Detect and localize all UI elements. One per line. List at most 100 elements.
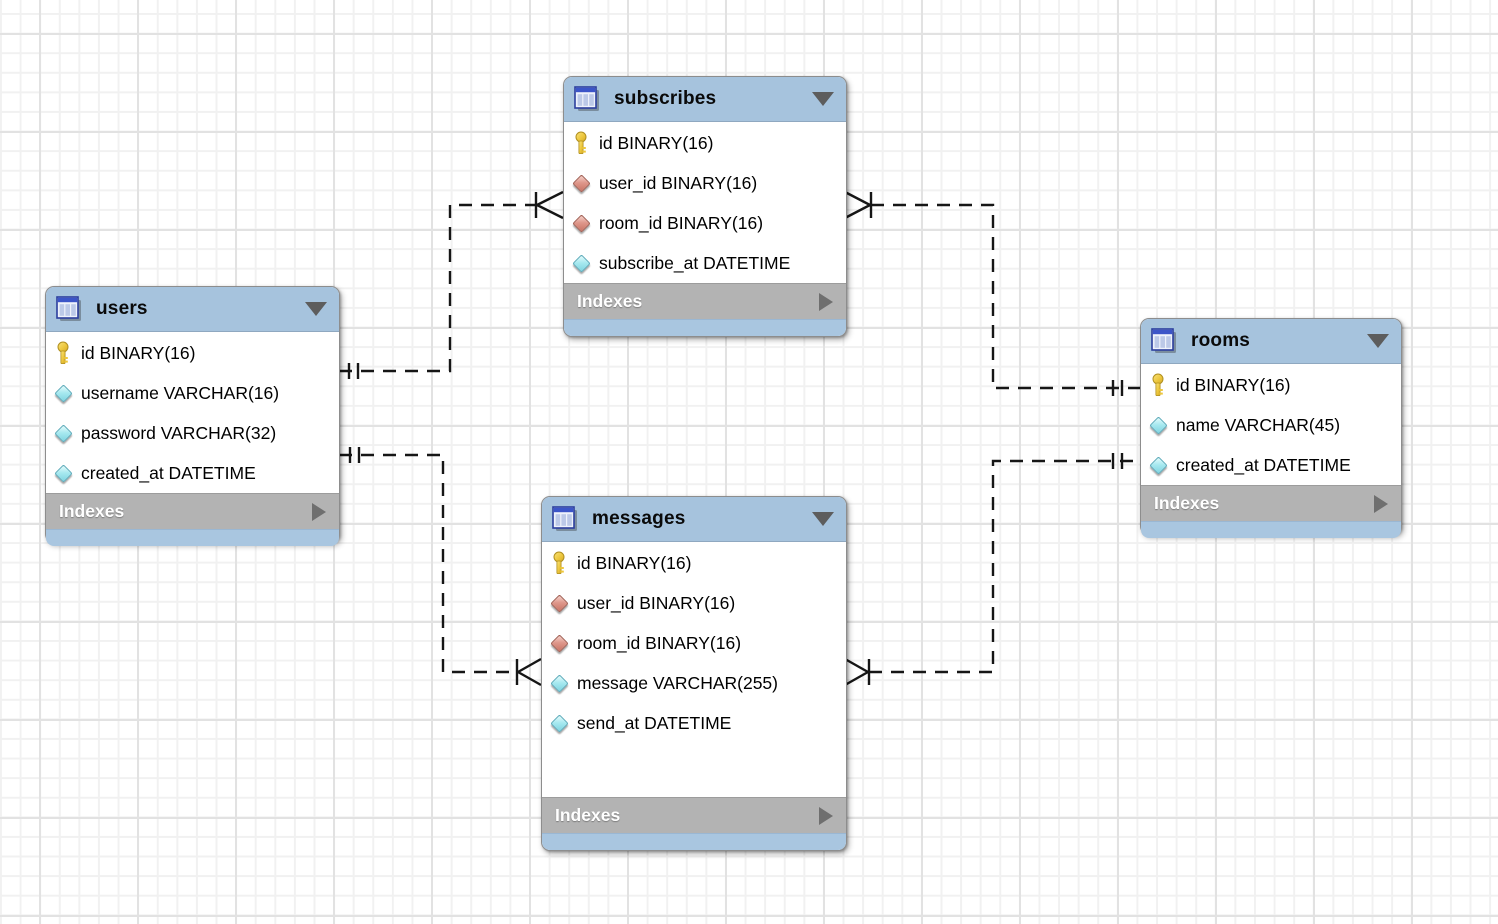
attribute-icon — [549, 673, 569, 693]
foreign-key-icon — [571, 173, 591, 193]
column-row[interactable]: username VARCHAR(16) — [46, 373, 339, 413]
column-label: created_at DATETIME — [1176, 454, 1351, 475]
table-rooms-header[interactable]: rooms — [1141, 319, 1401, 364]
expand-triangle-icon[interactable] — [819, 292, 833, 311]
column-label: username VARCHAR(16) — [81, 382, 280, 403]
indexes-bar[interactable]: Indexes — [46, 493, 339, 529]
indexes-label: Indexes — [577, 291, 643, 311]
column-label: id BINARY(16) — [599, 132, 714, 153]
table-footer — [1141, 521, 1401, 538]
table-title: users — [96, 298, 148, 319]
column-row[interactable]: user_id BINARY(16) — [542, 583, 846, 623]
table-footer — [542, 833, 846, 850]
column-label: id BINARY(16) — [577, 552, 692, 573]
cardinality-one-tick — [1111, 380, 1124, 396]
relationship-users-subscribes[interactable] — [339, 190, 564, 379]
column-row[interactable]: password VARCHAR(32) — [46, 413, 339, 453]
column-label: room_id BINARY(16) — [599, 212, 764, 233]
column-label: created_at DATETIME — [81, 462, 256, 483]
column-row[interactable]: user_id BINARY(16) — [564, 163, 846, 203]
table-columns: id BINARY(16) user_id BINARY(16) room_id… — [564, 122, 846, 283]
indexes-label: Indexes — [555, 805, 621, 825]
relationship-rooms-subscribes[interactable] — [844, 190, 1140, 396]
attribute-icon — [53, 463, 73, 483]
column-row[interactable]: room_id BINARY(16) — [564, 203, 846, 243]
column-row[interactable]: subscribe_at DATETIME — [564, 243, 846, 283]
table-icon — [574, 85, 601, 113]
indexes-bar[interactable]: Indexes — [1141, 485, 1401, 521]
attribute-icon — [1148, 415, 1168, 435]
cardinality-one-tick — [347, 363, 360, 379]
cardinality-many-crowfoot — [844, 657, 871, 687]
attribute-icon — [53, 383, 73, 403]
column-row[interactable]: send_at DATETIME — [542, 703, 846, 743]
table-columns: id BINARY(16) username VARCHAR(16) passw… — [46, 332, 339, 493]
column-label: id BINARY(16) — [1176, 374, 1291, 395]
table-title: rooms — [1191, 330, 1251, 351]
column-row[interactable]: message VARCHAR(255) — [542, 663, 846, 703]
table-icon — [56, 295, 83, 323]
indexes-bar[interactable]: Indexes — [542, 797, 846, 833]
cardinality-many-crowfoot — [515, 657, 542, 687]
column-row[interactable]: id BINARY(16) — [542, 543, 846, 583]
table-title: subscribes — [614, 88, 717, 109]
column-row[interactable]: id BINARY(16) — [564, 123, 846, 163]
column-label: user_id BINARY(16) — [577, 592, 736, 613]
relationship-rooms-messages[interactable] — [844, 453, 1140, 687]
table-columns: id BINARY(16) user_id BINARY(16) room_id… — [542, 542, 846, 797]
indexes-label: Indexes — [59, 501, 125, 521]
column-row[interactable]: name VARCHAR(45) — [1141, 405, 1401, 445]
cardinality-one-tick — [1111, 453, 1124, 469]
column-label: name VARCHAR(45) — [1176, 414, 1341, 435]
table-rooms[interactable]: rooms id BINARY(16) name VARCHAR(45) cre… — [1140, 318, 1402, 538]
foreign-key-icon — [571, 213, 591, 233]
expand-triangle-icon[interactable] — [819, 806, 833, 825]
table-footer — [46, 529, 339, 546]
foreign-key-icon — [549, 633, 569, 653]
attribute-icon — [571, 253, 591, 273]
attribute-icon — [53, 423, 73, 443]
collapse-triangle-icon[interactable] — [812, 512, 834, 526]
column-label: message VARCHAR(255) — [577, 672, 778, 693]
table-users-header[interactable]: users — [46, 287, 339, 332]
column-label: password VARCHAR(32) — [81, 422, 277, 443]
cardinality-many-crowfoot — [844, 190, 873, 220]
table-messages[interactable]: messages id BINARY(16) user_id BINARY(16… — [541, 496, 847, 851]
relationship-users-messages[interactable] — [339, 447, 542, 687]
cardinality-many-crowfoot — [534, 190, 564, 220]
primary-key-icon — [55, 341, 71, 365]
expand-triangle-icon[interactable] — [312, 502, 326, 521]
collapse-triangle-icon[interactable] — [1367, 334, 1389, 348]
indexes-bar[interactable]: Indexes — [564, 283, 846, 319]
column-row[interactable]: id BINARY(16) — [1141, 365, 1401, 405]
collapse-triangle-icon[interactable] — [812, 92, 834, 106]
expand-triangle-icon[interactable] — [1374, 494, 1388, 513]
table-messages-header[interactable]: messages — [542, 497, 846, 542]
column-row[interactable]: room_id BINARY(16) — [542, 623, 846, 663]
indexes-label: Indexes — [1154, 493, 1220, 513]
primary-key-icon — [1150, 373, 1166, 397]
column-label: id BINARY(16) — [81, 342, 196, 363]
cardinality-one-tick — [348, 447, 361, 463]
collapse-triangle-icon[interactable] — [305, 302, 327, 316]
column-row[interactable]: created_at DATETIME — [1141, 445, 1401, 485]
table-columns: id BINARY(16) name VARCHAR(45) created_a… — [1141, 364, 1401, 485]
primary-key-icon — [573, 131, 589, 155]
table-subscribes-header[interactable]: subscribes — [564, 77, 846, 122]
column-label: room_id BINARY(16) — [577, 632, 742, 653]
table-subscribes[interactable]: subscribes id BINARY(16) user_id BINARY(… — [563, 76, 847, 337]
column-row[interactable]: created_at DATETIME — [46, 453, 339, 493]
column-label: send_at DATETIME — [577, 712, 732, 733]
column-label: user_id BINARY(16) — [599, 172, 758, 193]
table-icon — [552, 505, 579, 533]
attribute-icon — [549, 713, 569, 733]
column-row[interactable]: id BINARY(16) — [46, 333, 339, 373]
column-label: subscribe_at DATETIME — [599, 252, 791, 273]
table-footer — [564, 319, 846, 336]
table-users[interactable]: users id BINARY(16) username VARCHAR(16)… — [45, 286, 340, 546]
foreign-key-icon — [549, 593, 569, 613]
table-icon — [1151, 327, 1178, 355]
attribute-icon — [1148, 455, 1168, 475]
table-title: messages — [592, 508, 686, 529]
